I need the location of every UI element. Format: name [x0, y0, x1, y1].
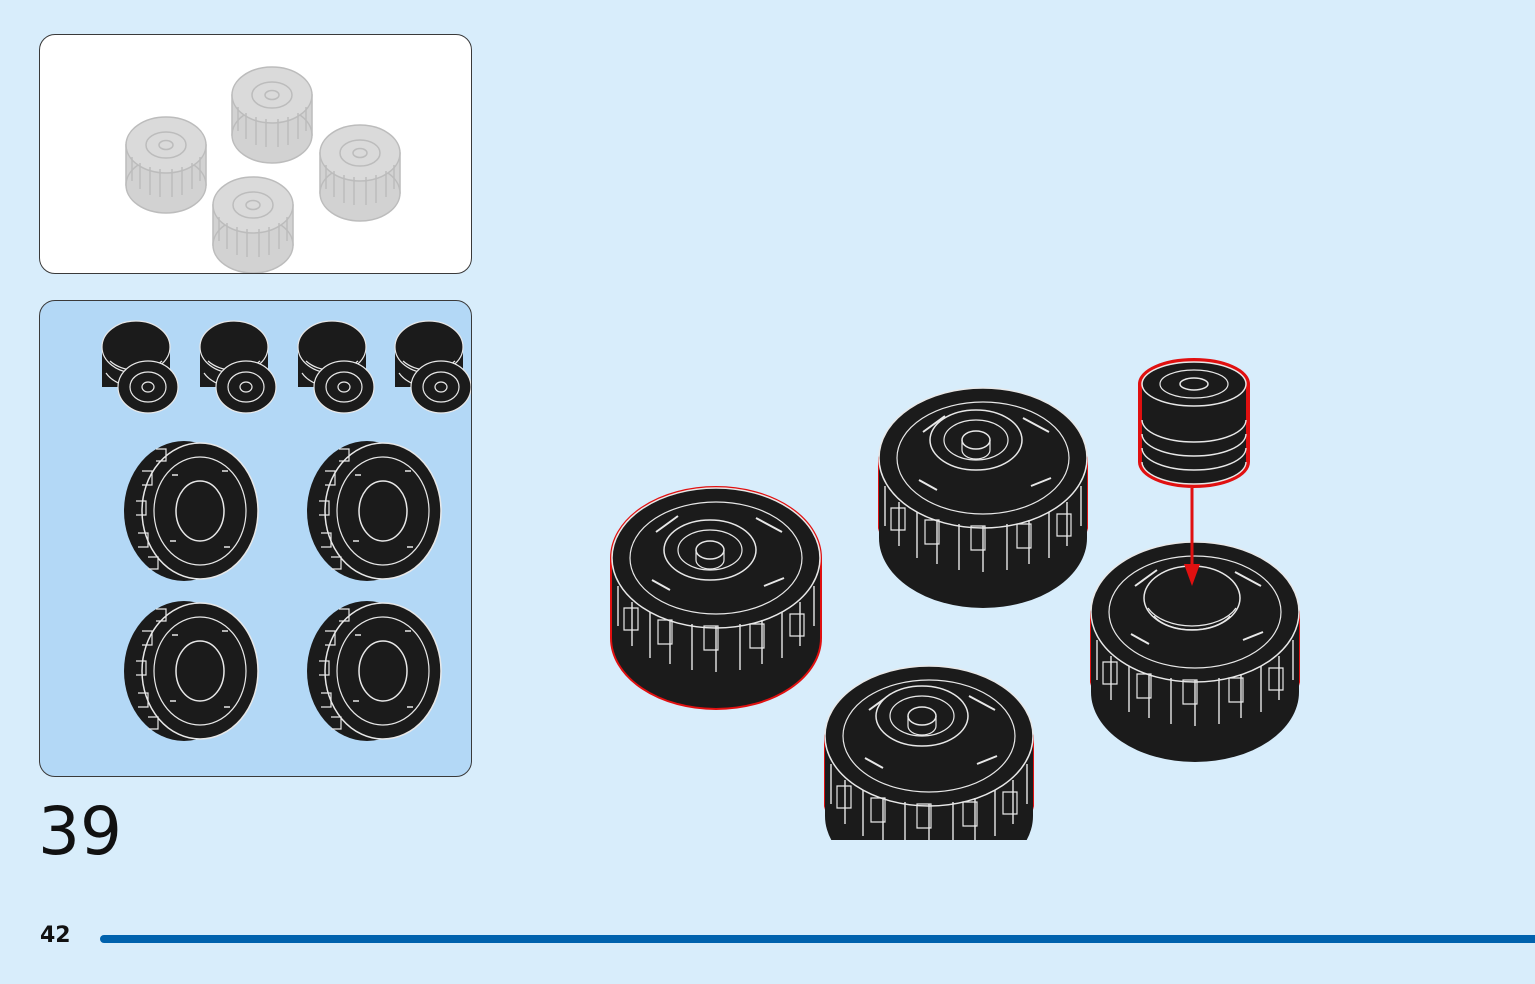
previous-wheel: [231, 66, 313, 164]
previous-wheel: [125, 116, 207, 214]
rim-part: [394, 320, 471, 414]
previous-wheel: [319, 124, 401, 222]
parts-list-illustration: [101, 320, 471, 742]
parts-list-panel: [39, 300, 472, 777]
rim-part: [297, 320, 375, 414]
tire-part: [306, 440, 442, 582]
rim-part: [199, 320, 277, 414]
assembly-illustration: [610, 350, 1310, 840]
rim-being-inserted: [1138, 358, 1250, 488]
assembly-svg: [610, 358, 1300, 840]
step-number: 39: [38, 793, 122, 870]
previous-step-wheels: [125, 66, 401, 273]
tire-awaiting-rim: [1090, 541, 1300, 763]
page-progress-bar: [100, 935, 1535, 943]
previous-step-panel: [39, 34, 472, 274]
insertion-arrow: [1184, 488, 1200, 586]
assembled-tire: [878, 387, 1088, 609]
assembled-tire: [610, 486, 822, 710]
assembled-tire: [824, 665, 1034, 840]
tire-part: [306, 600, 442, 742]
tire-part: [123, 600, 259, 742]
rim-part: [101, 320, 179, 414]
page-number: 42: [40, 923, 71, 948]
tire-part: [123, 440, 259, 582]
previous-wheel: [212, 176, 294, 273]
